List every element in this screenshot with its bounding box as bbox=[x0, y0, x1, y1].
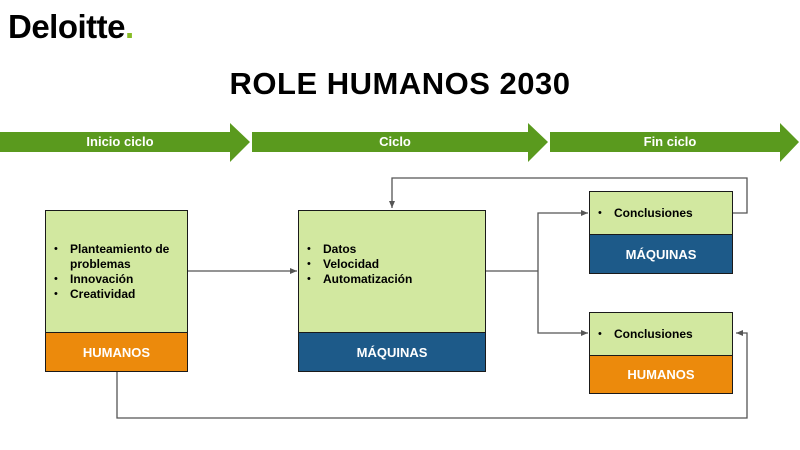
role-label-machines: MÁQUINAS bbox=[299, 332, 485, 371]
bullet: • bbox=[54, 288, 58, 300]
list-item-text: Conclusiones bbox=[614, 327, 693, 341]
box-humans-start-content: •Planteamiento de problemas •Innovación … bbox=[46, 211, 187, 332]
connector-feedback-bottom bbox=[116, 330, 748, 419]
bullet: • bbox=[54, 273, 58, 285]
box-machines-cycle: • Datos • Velocidad • Automatización MÁQUIN… bbox=[298, 210, 486, 372]
box-machines-cycle-content: • Datos • Velocidad • Automatización bbox=[299, 211, 485, 332]
connector-split-to-humans-end bbox=[537, 271, 588, 336]
list-item-text: Conclusiones bbox=[614, 206, 693, 220]
phase-label-inicio: Inicio ciclo bbox=[86, 134, 154, 149]
box-humans-end-content: • Conclusiones bbox=[590, 313, 732, 355]
role-label-machines-end: MÁQUINAS bbox=[590, 234, 732, 273]
page-title: ROLE HUMANOS 2030 bbox=[229, 66, 571, 101]
logo-dot: . bbox=[125, 8, 134, 45]
bullet: • bbox=[307, 273, 311, 285]
box-humans-start: •Planteamiento de problemas •Innovación … bbox=[45, 210, 188, 372]
logo-text: Deloitte bbox=[8, 8, 126, 45]
list-item: • Innovación bbox=[50, 272, 182, 287]
bullet: • bbox=[54, 243, 58, 255]
list-item-text: Planteamiento de problemas bbox=[70, 242, 170, 271]
list-item-text: Creatividad bbox=[70, 287, 136, 301]
role-label-humans: HUMANOS bbox=[46, 332, 187, 371]
phase-label-fin: Fin ciclo bbox=[643, 134, 697, 149]
box-machines-end: • Conclusiones MÁQUINAS bbox=[589, 191, 733, 274]
role-label-humans-end: HUMANOS bbox=[590, 355, 732, 393]
list-item: • Datos bbox=[303, 242, 481, 257]
humans-start-list: •Planteamiento de problemas •Innovación … bbox=[50, 242, 182, 302]
list-item-text: Automatización bbox=[323, 272, 413, 286]
phase-arrow-inicio bbox=[0, 123, 250, 162]
connector-split-to-machines-end bbox=[537, 210, 588, 271]
list-item: • Automatización bbox=[303, 272, 481, 287]
list-item: • Creatividad bbox=[50, 287, 182, 302]
bullet: • bbox=[307, 243, 311, 255]
connector-feedback-top bbox=[389, 177, 748, 214]
list-item: • Conclusiones bbox=[594, 206, 728, 221]
box-humans-end: • Conclusiones HUMANOS bbox=[589, 312, 733, 394]
list-item: • Planteamiento de problemas bbox=[50, 242, 182, 272]
bullet: • bbox=[598, 207, 602, 219]
deloitte-logo: Deloitte. bbox=[8, 8, 134, 46]
list-item: • Conclusiones bbox=[594, 327, 728, 342]
list-item: • Velocidad bbox=[303, 257, 481, 272]
machines-cycle-list: • Datos • Velocidad • Automatización bbox=[303, 242, 481, 287]
list-item-text: Velocidad bbox=[323, 257, 380, 271]
bullet: • bbox=[598, 328, 602, 340]
list-item-text: Datos bbox=[323, 242, 357, 256]
bullet: • bbox=[307, 258, 311, 270]
machines-end-list: • Conclusiones bbox=[594, 206, 728, 221]
phase-arrow-ciclo bbox=[252, 123, 548, 162]
list-item-text: Innovación bbox=[70, 272, 134, 286]
phase-label-ciclo: Ciclo bbox=[379, 134, 411, 149]
humans-end-list: • Conclusiones bbox=[594, 327, 728, 342]
box-machines-end-content: • Conclusiones bbox=[590, 192, 732, 234]
phase-arrow-fin bbox=[550, 123, 799, 162]
